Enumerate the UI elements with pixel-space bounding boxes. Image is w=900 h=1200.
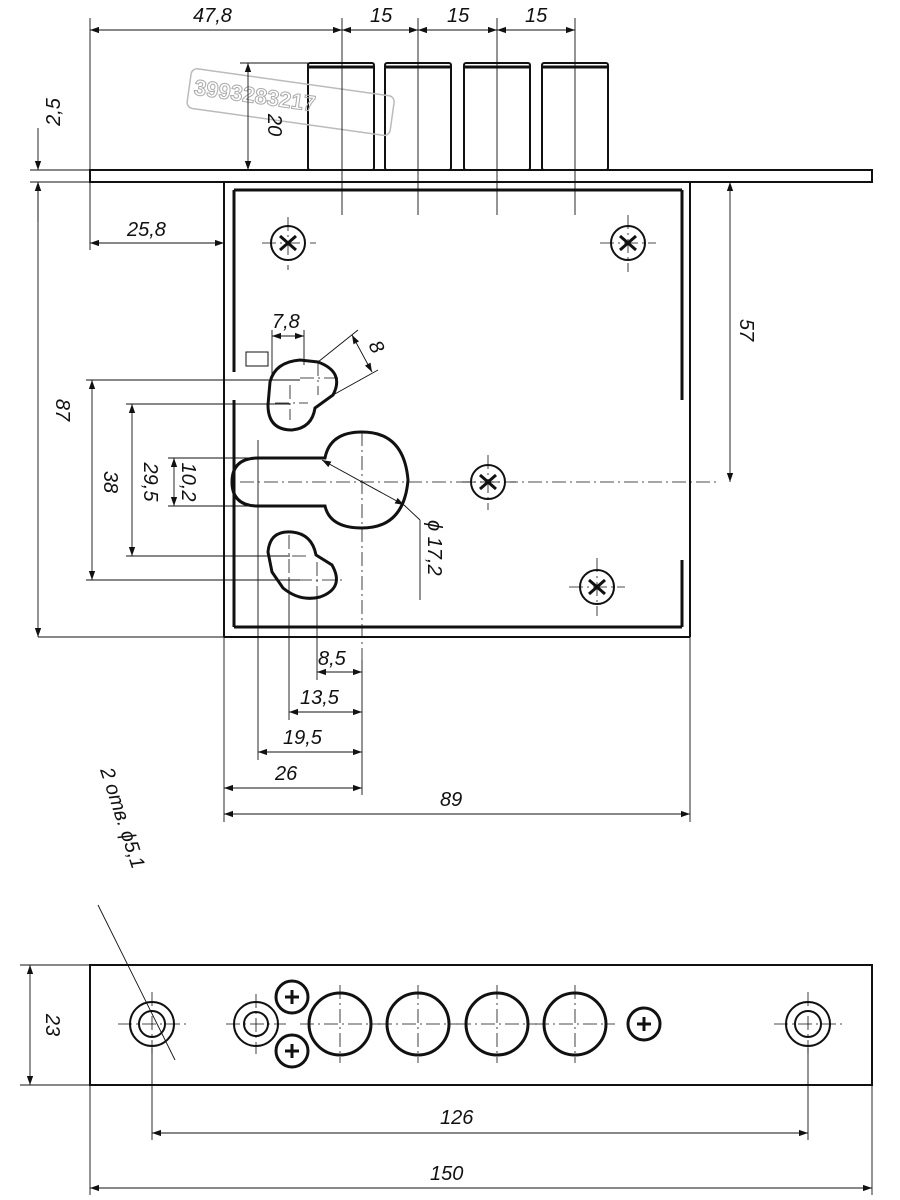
face-screw-lower <box>274 1033 310 1069</box>
screw-top-right <box>600 215 656 272</box>
bolts <box>307 62 609 171</box>
svg-text:2,5: 2,5 <box>43 97 65 127</box>
svg-text:89: 89 <box>440 789 462 811</box>
svg-text:10,2: 10,2 <box>177 463 199 502</box>
bolt-opening-3 <box>457 985 537 1063</box>
dim-2-5: 2,5 <box>30 97 90 222</box>
dim-8-5: 8,5 <box>316 598 362 680</box>
svg-text:13,5: 13,5 <box>300 687 340 709</box>
dim-19-5: 19,5 <box>257 660 362 760</box>
lower-slot <box>266 530 342 600</box>
face-screws <box>274 979 662 1069</box>
dim-top-row: 47,8 15 15 15 <box>89 5 576 215</box>
screw-top-left <box>262 217 316 270</box>
screw-middle <box>462 455 516 510</box>
lock-case <box>223 182 691 638</box>
dim-47-8: 47,8 <box>193 5 232 27</box>
svg-text:150: 150 <box>430 1163 463 1185</box>
mount-hole-right <box>774 992 842 1056</box>
dim-23: 23 <box>20 964 90 1086</box>
svg-text:26: 26 <box>274 763 298 785</box>
dim-13-5: 13,5 <box>288 578 362 720</box>
dim-150: 150 <box>89 1085 873 1195</box>
svg-text:25,8: 25,8 <box>126 219 166 241</box>
dim-20: 20 <box>240 62 308 170</box>
screw-bottom-right <box>569 558 625 616</box>
bolt-opening-4 <box>535 985 615 1063</box>
svg-text:87: 87 <box>51 399 73 422</box>
upper-slot <box>266 358 339 432</box>
dim-10-2: 10,2 <box>168 457 258 507</box>
svg-text:23: 23 <box>41 1013 63 1036</box>
dim-15-c: 15 <box>525 5 548 27</box>
dim-38: 38 <box>86 379 300 581</box>
svg-text:ϕ 17,2: ϕ 17,2 <box>423 520 445 576</box>
faceplate-bottom <box>89 964 873 1086</box>
dim-57: 57 <box>690 181 757 482</box>
watermark: 3993283217 <box>186 68 395 137</box>
svg-text:8,5: 8,5 <box>318 648 347 670</box>
svg-text:57: 57 <box>735 319 757 342</box>
svg-text:126: 126 <box>440 1107 474 1129</box>
dim-17-2: ϕ 17,2 <box>321 459 445 600</box>
bolt-opening-1 <box>300 985 380 1063</box>
dim-8: 8 <box>317 329 389 396</box>
watermark-text: 3993283217 <box>193 75 318 117</box>
dim-26: 26 <box>223 637 363 822</box>
dim-15-a: 15 <box>370 5 393 27</box>
svg-text:19,5: 19,5 <box>283 727 323 749</box>
svg-text:2 отв. ϕ5,1: 2 отв. ϕ5,1 <box>95 764 149 872</box>
dim-87: 87 <box>34 182 224 638</box>
dim-7-8: 7,8 <box>271 311 305 380</box>
face-screw-upper <box>274 979 310 1015</box>
face-screw-right <box>626 1006 662 1042</box>
svg-text:38: 38 <box>99 471 121 493</box>
svg-text:29,5: 29,5 <box>139 462 161 503</box>
svg-text:8: 8 <box>364 337 389 357</box>
dim-25-8: 25,8 <box>89 182 224 250</box>
dim-15-b: 15 <box>447 5 470 27</box>
mount-hole-left <box>118 992 186 1056</box>
svg-text:20: 20 <box>263 113 285 136</box>
dim-126: 126 <box>151 1048 809 1140</box>
svg-text:7,8: 7,8 <box>272 311 300 333</box>
dim-89: 89 <box>224 637 691 822</box>
front-plate <box>89 169 873 183</box>
bolt-1 <box>307 62 375 171</box>
dim-29-5: 29,5 <box>126 403 290 557</box>
bolt-openings <box>300 985 615 1063</box>
hole-left-inner <box>226 994 286 1054</box>
bolt-opening-2 <box>378 985 458 1063</box>
